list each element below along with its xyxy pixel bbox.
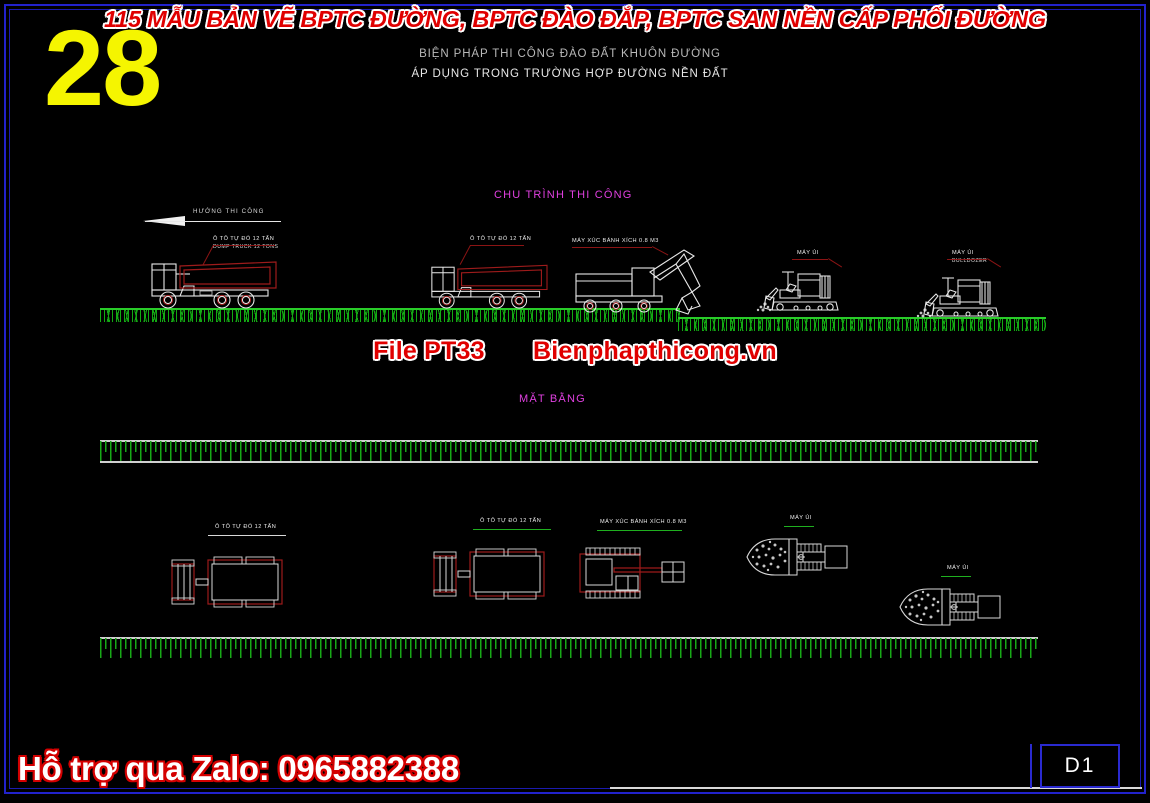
plan-edge-rule-top [100,440,1038,442]
label-truck-1: Ô TÔ TỰ ĐỔ 12 TẤN DUMP TRUCK 12 TONS [213,236,278,250]
label-dozer-2-en: BULLDOZER [952,258,988,264]
label-excavator-profile-vn: MÁY XÚC BÁNH XÍCH 0.8 M3 [572,238,659,244]
leader-line-truck-2 [470,245,524,246]
plan-edge-teeth-bottom-short [100,638,1038,649]
label-plan-dozer-1-vn: MÁY ỦI [790,515,812,521]
plan-edge-hatch-top-2 [100,440,1038,462]
ground-hatch [100,310,680,322]
plan-edge-rule-top-bottom [100,461,1038,463]
leader-line-dozer-1 [792,259,828,260]
excavator-plan [579,547,685,599]
plan-edge-teeth-top-short [100,441,1038,452]
excavator-profile [575,249,701,315]
watermark-support: Hỗ trợ qua Zalo: 0965882388 [18,750,459,787]
ground-rule [678,317,1046,319]
underline-plan-dozer-2 [941,576,971,577]
subtitle-line-1: BIỆN PHÁP THI CÔNG ĐÀO ĐẤT KHUÔN ĐƯỜNG [419,48,721,60]
label-truck-1-vn: Ô TÔ TỰ ĐỔ 12 TẤN [213,236,275,242]
label-excavator-profile: MÁY XÚC BÁNH XÍCH 0.8 M3 [572,238,659,244]
watermark-file: File PT33 [373,337,485,365]
bulldozer-profile-1 [756,271,839,312]
plan-edge-hatch-bottom-2 [100,637,1038,659]
section-heading-cycle: CHU TRÌNH THI CÔNG [494,189,633,201]
label-plan-truck-2: Ô TÔ TỰ ĐỔ 12 TẤN [480,518,541,524]
label-plan-excavator: MÁY XÚC BÁNH XÍCH 0.8 M3 [600,519,687,525]
dump-truck-plan-2 [433,548,545,600]
titleblock-divider [1030,744,1032,788]
label-dozer-1: MÁY ỦI [797,250,819,256]
underline-plan-excavator [597,530,682,531]
bulldozer-plan-1 [746,538,848,576]
sheet-frame-inner [9,9,1141,789]
leader-line-truck-1 [213,245,275,246]
watermark-site: Bienphapthicong.vn [533,337,777,365]
sheet-number: 28 [44,7,162,128]
bulldozer-profile-2 [916,277,999,318]
banner-title: 115 MẪU BẢN VẼ BPTC ĐƯỜNG, BPTC ĐÀO ĐẮP,… [103,6,1047,33]
plan-edge-rule-bottom [100,637,1038,639]
leader-line-dozer-2 [947,259,987,260]
label-plan-dozer-2: MÁY ỦI [947,565,969,571]
construction-direction-indicator: HƯỚNG THI CÔNG [143,208,283,230]
label-plan-truck-1-vn: Ô TÔ TỰ ĐỔ 12 TẤN [215,524,277,530]
underline-plan-truck-2 [473,529,551,530]
section-heading-plan: MẶT BẰNG [519,393,586,405]
ground-line-left [100,308,680,322]
dump-truck-plan-1 [171,556,283,608]
bulldozer-plan-2 [899,588,1001,626]
ground-rule [100,308,680,310]
underline-plan-truck-1 [208,535,286,536]
direction-label: HƯỚNG THI CÔNG [193,208,265,215]
label-truck-1-en: DUMP TRUCK 12 TONS [213,244,279,250]
label-dozer-2: MÁY ỦI BULLDOZER [952,250,987,264]
underline-plan-dozer-1 [784,526,814,527]
label-truck-2-vn: Ô TÔ TỰ ĐỔ 12 TẤN [470,236,532,242]
label-dozer-1-vn: MÁY ỦI [797,250,819,256]
label-plan-excavator-vn: MÁY XÚC BÁNH XÍCH 0.8 M3 [600,519,687,525]
watermark-middle: File PT33 Bienphapthicong.vn [0,337,1150,366]
ground-hatch [678,319,1046,331]
label-plan-truck-2-vn: Ô TÔ TỰ ĐỔ 12 TẤN [480,518,542,524]
label-truck-2: Ô TÔ TỰ ĐỔ 12 TẤN [470,236,531,242]
dump-truck-profile-2 [431,264,548,309]
ground-line-right [678,317,1046,331]
titleblock-rule [610,787,1142,789]
titleblock-sheet-code: D1 [1064,754,1096,777]
direction-rule [145,221,281,222]
label-plan-truck-1: Ô TÔ TỰ ĐỔ 12 TẤN [215,524,276,530]
titleblock-sheet-code-box: D1 [1040,744,1120,788]
label-dozer-2-vn: MÁY ỦI [952,250,974,256]
label-plan-dozer-2-vn: MÁY ỦI [947,565,969,571]
label-plan-dozer-1: MÁY ỦI [790,515,812,521]
leader-line-excavator [572,247,652,248]
sheet-frame-outer [4,4,1146,794]
dump-truck-profile-1 [151,261,277,309]
drawing-subtitle: BIỆN PHÁP THI CÔNG ĐÀO ĐẤT KHUÔN ĐƯỜNG Á… [300,48,840,80]
subtitle-line-2: ÁP DỤNG TRONG TRƯỜNG HỢP ĐƯỜNG NỀN ĐẤT [411,68,729,80]
